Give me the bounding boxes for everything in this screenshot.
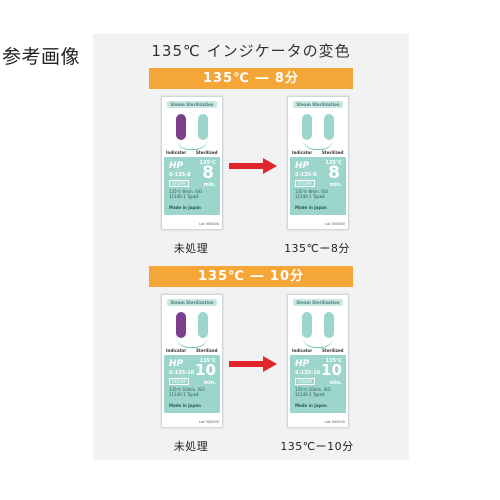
minutes-number: 8	[202, 163, 214, 183]
arc-decoration	[176, 335, 208, 348]
made-in-text: Made in Japan	[295, 403, 327, 408]
indicator-dot-teal	[302, 114, 312, 140]
spec-text: 135℃-8min. ISO 11140-1 Type4	[295, 189, 329, 199]
temperature: 135℃	[199, 358, 217, 364]
card-info-area: HP S-135-10 STEAM 135℃ 10 min. 135℃-10mi…	[164, 355, 220, 413]
min-label: min.	[329, 380, 342, 386]
temperature: 135℃	[325, 160, 343, 166]
steam-tag: STEAM	[295, 378, 315, 385]
brand-logo: HP	[169, 359, 184, 369]
sterilized-label: Sterilized	[196, 348, 218, 353]
arrow-right-icon	[229, 158, 277, 174]
lot-number: Lot 000000	[325, 222, 345, 226]
indicator-panel: 135℃ インジケータの変色 135℃ ― 8分 Steam Steriliza…	[93, 34, 409, 460]
indicator-dot-teal	[302, 312, 312, 338]
sterilized-label: Sterilized	[322, 150, 344, 155]
card-header: Steam Sterilization	[167, 299, 217, 306]
steam-tag: STEAM	[169, 180, 189, 187]
card-header: Steam Sterilization	[293, 299, 343, 306]
made-in-text: Made in Japan	[169, 403, 201, 408]
reference-dot-teal	[324, 114, 334, 140]
spec-text: 135℃-8min. ISO 11140-1 Type4	[169, 189, 203, 199]
made-in-text: Made in Japan	[169, 205, 201, 210]
min-label: min.	[203, 380, 216, 386]
spec-text: 135℃-10min. ISO 11140-1 Type4	[295, 387, 331, 397]
reference-image-label: 参考画像	[2, 46, 81, 68]
card-header: Steam Sterilization	[167, 101, 217, 108]
made-in-text: Made in Japan	[295, 205, 327, 210]
indicator-label: Indicator	[166, 150, 187, 155]
sterilized-label: Sterilized	[322, 348, 344, 353]
temperature: 135℃	[199, 160, 217, 166]
arc-decoration	[302, 137, 334, 150]
arc-decoration	[176, 137, 208, 150]
minutes-number: 10	[195, 361, 216, 379]
minutes-number: 8	[328, 163, 340, 183]
card-header: Steam Sterilization	[293, 101, 343, 108]
product-code: S-135-10	[169, 370, 195, 376]
brand-logo: HP	[295, 359, 310, 369]
caption-untreated: 未処理	[173, 242, 209, 255]
min-label: min.	[203, 182, 216, 188]
product-code: S-135-8	[169, 172, 191, 178]
caption-untreated: 未処理	[173, 440, 209, 453]
indicator-card-treated-10min: Steam Sterilization Indicator Sterilized…	[287, 294, 349, 428]
indicator-card-treated-8min: Steam Sterilization Indicator Sterilized…	[287, 96, 349, 230]
indicator-label: Indicator	[292, 150, 313, 155]
card-info-area: HP S-135-10 STEAM 135℃ 10 min. 135℃-10mi…	[290, 355, 346, 413]
indicator-label: Indicator	[292, 348, 313, 353]
lot-number: Lot 000000	[199, 222, 219, 226]
brand-logo: HP	[295, 161, 310, 171]
indicator-dot-purple	[176, 114, 186, 140]
product-code: S-135-10	[295, 370, 321, 376]
arrow-right-icon	[229, 356, 277, 372]
sterilized-label: Sterilized	[196, 150, 218, 155]
lot-number: Lot 000000	[199, 420, 219, 424]
minutes-number: 10	[321, 361, 342, 379]
indicator-card-untreated-10min: Steam Sterilization Indicator Sterilized…	[161, 294, 223, 428]
section-banner-8min: 135℃ ― 8分	[149, 68, 353, 89]
reference-dot-teal	[198, 114, 208, 140]
panel-title: 135℃ インジケータの変色	[151, 42, 351, 60]
spec-text: 135℃-10min. ISO 11140-1 Type4	[169, 387, 205, 397]
min-label: min.	[329, 182, 342, 188]
steam-tag: STEAM	[169, 378, 189, 385]
temperature: 135℃	[325, 358, 343, 364]
caption-treated: 135℃ー10分	[280, 440, 354, 453]
caption-treated: 135℃ー8分	[284, 242, 350, 255]
indicator-label: Indicator	[166, 348, 187, 353]
brand-logo: HP	[169, 161, 184, 171]
arc-decoration	[302, 335, 334, 348]
reference-dot-teal	[198, 312, 208, 338]
lot-number: Lot 000000	[325, 420, 345, 424]
reference-dot-teal	[324, 312, 334, 338]
indicator-card-untreated-8min: Steam Sterilization Indicator Sterilized…	[161, 96, 223, 230]
indicator-dot-purple	[176, 312, 186, 338]
card-info-area: HP S-135-8 STEAM 135℃ 8 min. 135℃-8min. …	[290, 157, 346, 215]
steam-tag: STEAM	[295, 180, 315, 187]
card-info-area: HP S-135-8 STEAM 135℃ 8 min. 135℃-8min. …	[164, 157, 220, 215]
section-banner-10min: 135℃ ― 10分	[149, 266, 353, 287]
product-code: S-135-8	[295, 172, 317, 178]
